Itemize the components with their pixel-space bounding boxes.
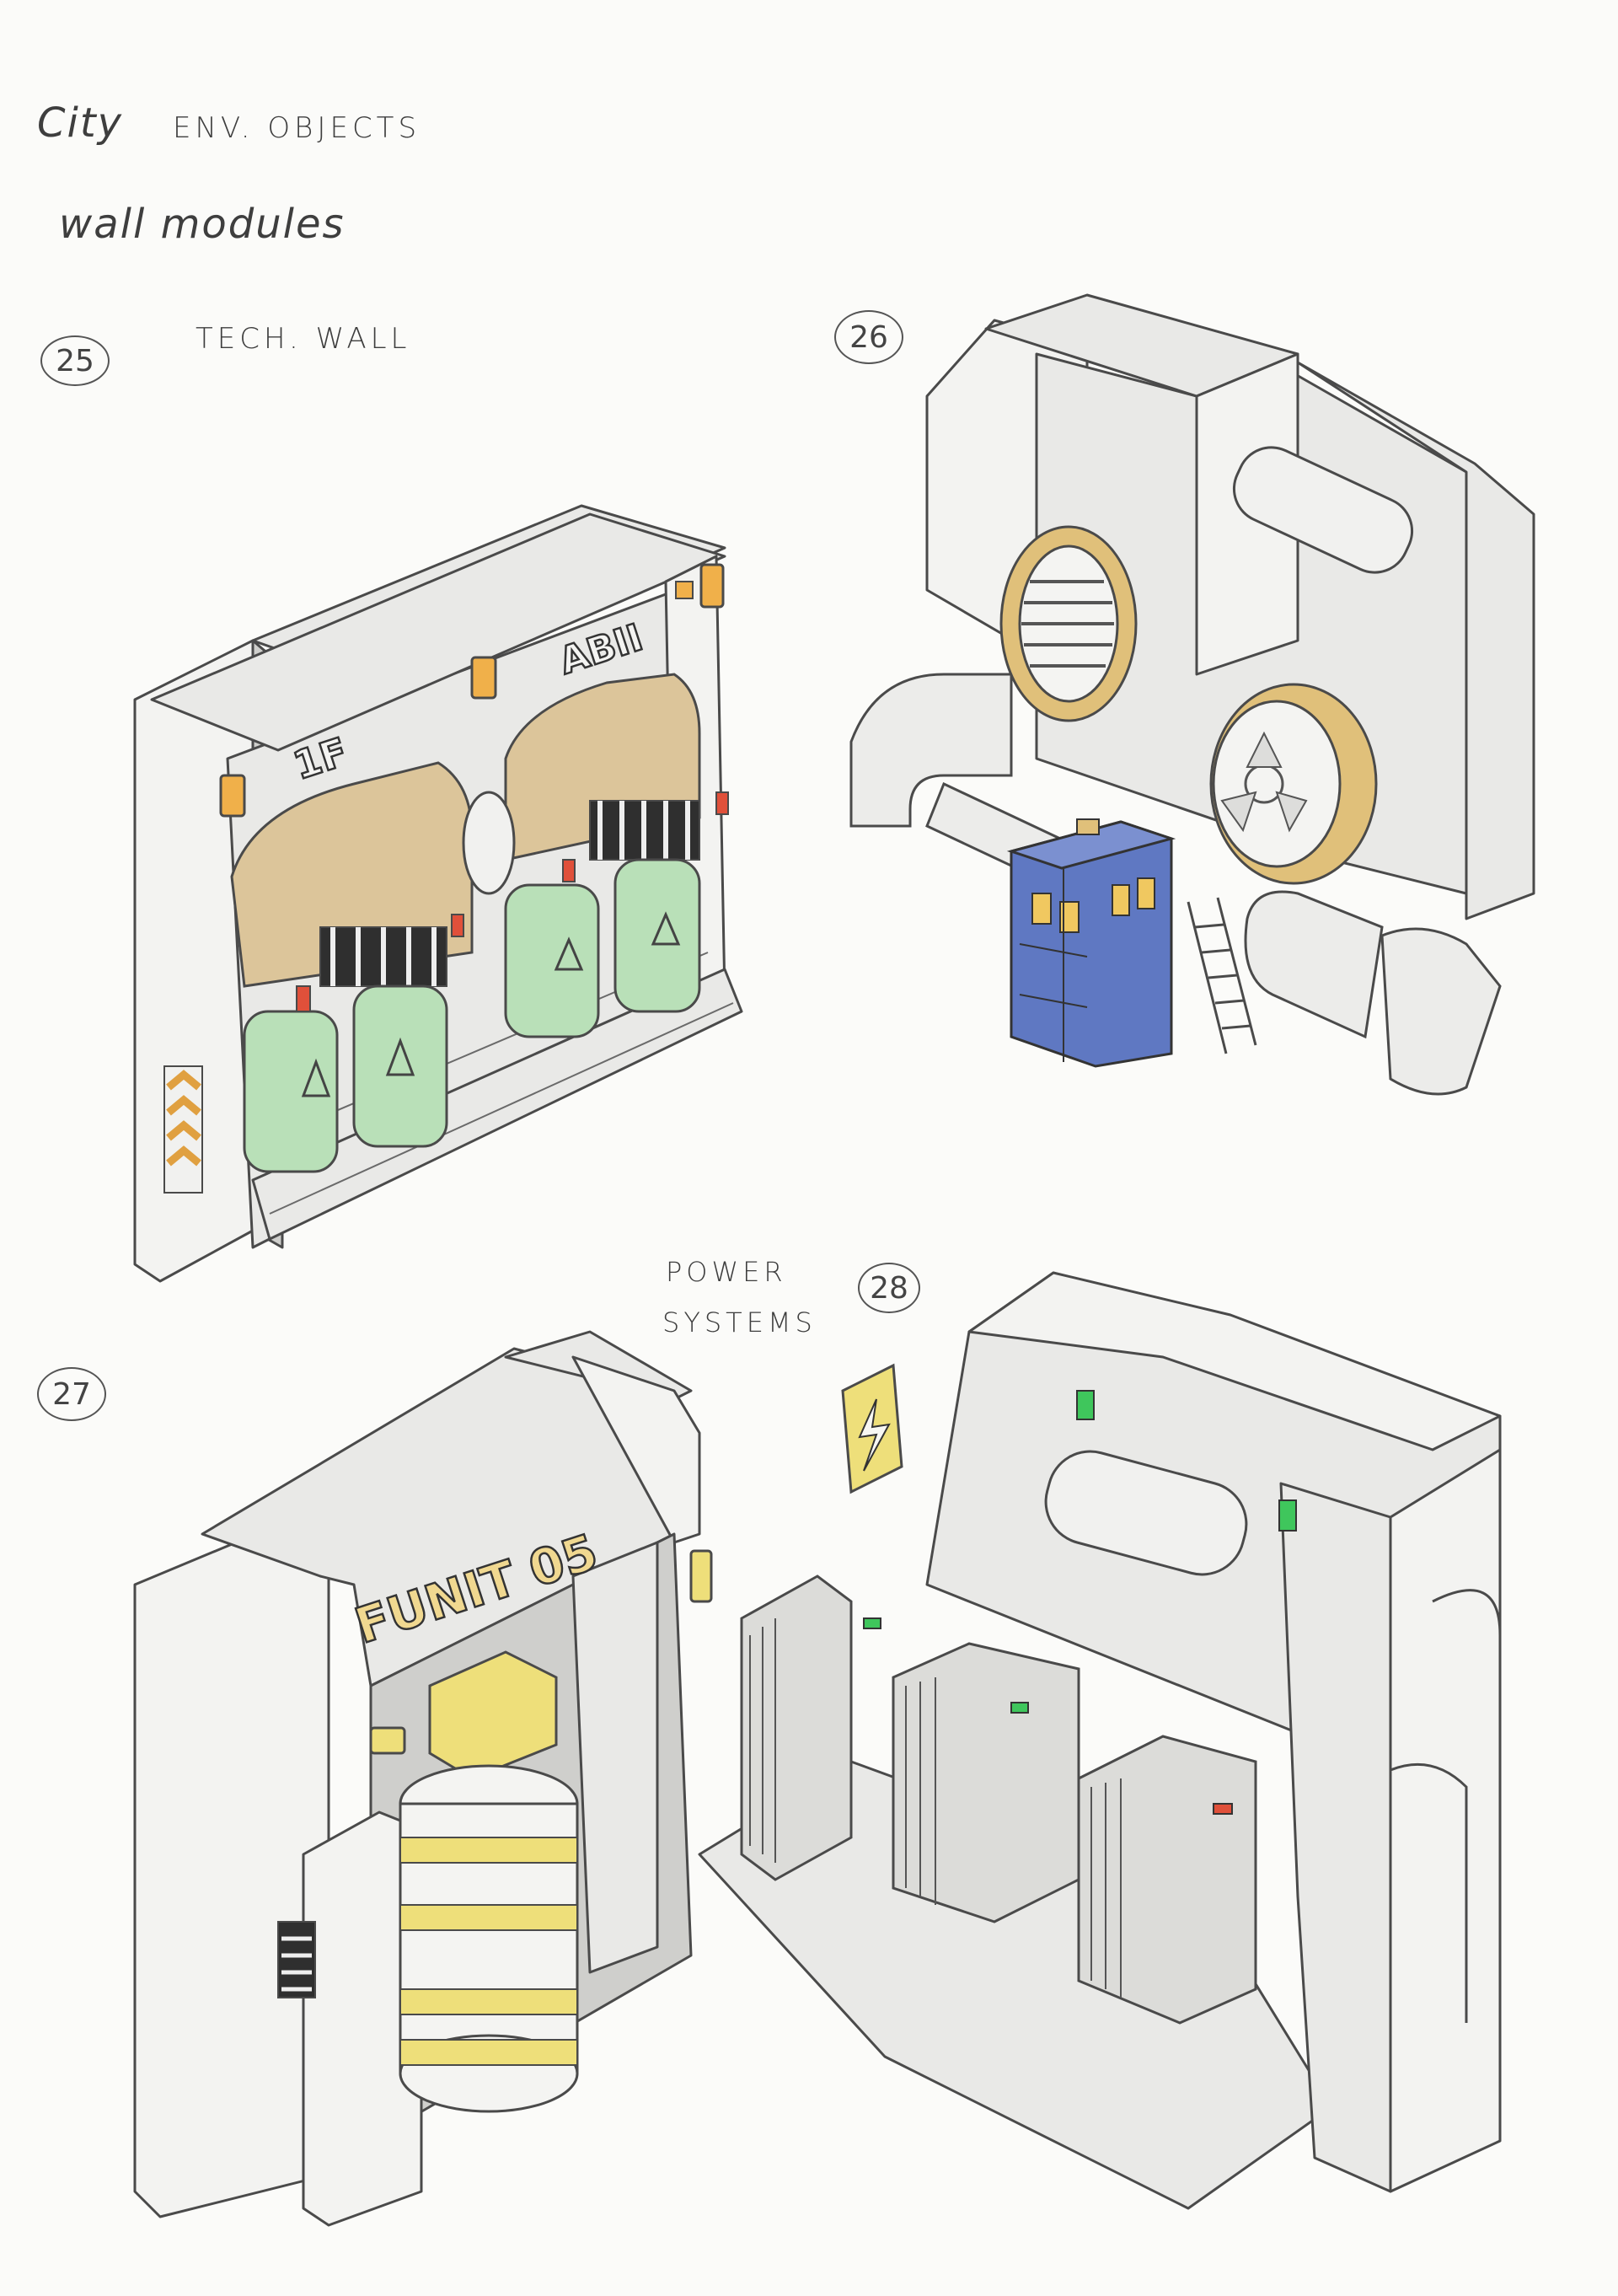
green-light-top-1 xyxy=(1076,1390,1095,1420)
green-indicator-1 xyxy=(863,1617,881,1629)
module-26-vent-wall xyxy=(849,293,1535,1096)
green-tank-1 xyxy=(243,1010,339,1173)
door-grille xyxy=(277,1921,316,1998)
red-light-4 xyxy=(715,791,729,815)
orange-light-2 xyxy=(470,656,497,700)
red-indicator xyxy=(1213,1803,1233,1815)
lightning-bolt-icon xyxy=(841,1363,903,1494)
battery-unit-1 xyxy=(740,1574,881,1881)
module-25-tech-wall: 1F ABII xyxy=(133,504,743,1283)
yellow-light-right xyxy=(689,1549,713,1603)
vent-grille-right xyxy=(589,800,700,861)
red-light-2 xyxy=(451,914,464,937)
module-28-label-power: POWER xyxy=(666,1256,787,1288)
yellow-light-left xyxy=(369,1726,406,1755)
hazard-chevrons xyxy=(163,1065,203,1194)
green-tank-2 xyxy=(352,984,448,1148)
module-26-number: 26 xyxy=(834,310,903,364)
module-28-label-systems: SYSTEMS xyxy=(662,1306,817,1338)
module-28-number: 28 xyxy=(858,1263,920,1313)
module-27-funit-wall: FUNIT 05 xyxy=(133,1330,713,2227)
green-tank-3 xyxy=(504,883,600,1038)
module-27-number: 27 xyxy=(37,1367,106,1421)
battery-unit-3 xyxy=(1077,1735,1257,2025)
header-title-env-objects: ENV. OBJECTS xyxy=(173,111,421,145)
red-light-3 xyxy=(562,859,576,882)
orange-light-3 xyxy=(699,563,725,609)
yellow-cylinder-stack xyxy=(399,1650,579,2113)
vent-grille-left xyxy=(319,926,447,987)
green-indicator-2 xyxy=(1010,1702,1029,1714)
header-subtitle: wall modules xyxy=(59,201,346,248)
green-light-top-2 xyxy=(1278,1499,1297,1532)
red-light-1 xyxy=(296,985,311,1012)
module-25-label: TECH. WALL xyxy=(196,322,411,356)
module-28-power-systems xyxy=(698,1271,1502,2210)
orange-light-1 xyxy=(219,774,246,818)
ladder xyxy=(1187,897,1257,1054)
module-25-number: 25 xyxy=(40,335,110,386)
battery-unit-2 xyxy=(892,1642,1080,1923)
header-title-city: City xyxy=(37,99,124,147)
blue-police-box xyxy=(1006,818,1176,1068)
